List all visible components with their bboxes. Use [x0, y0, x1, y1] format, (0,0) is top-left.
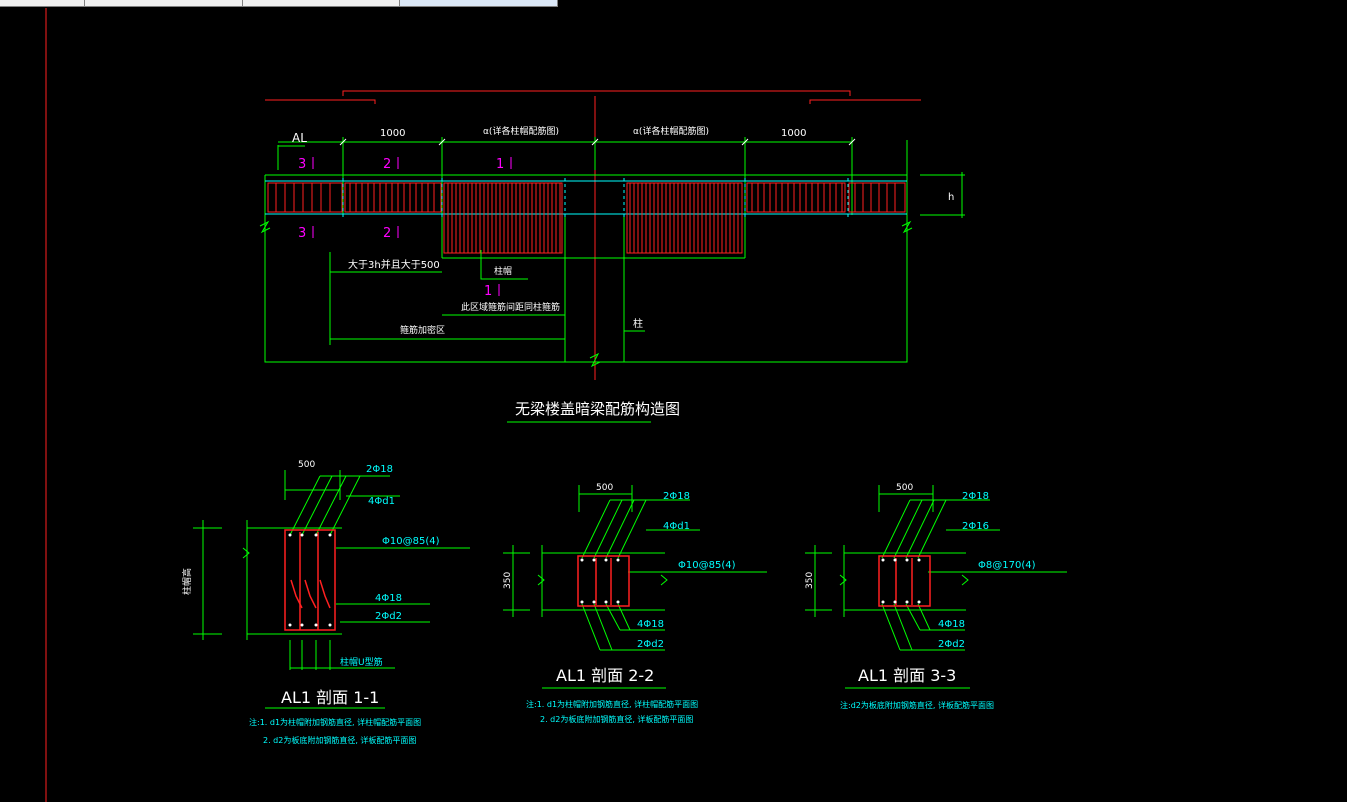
dim-alpha-left: α(详各柱帽配筋图) [483, 125, 559, 137]
dim-1000-right: 1000 [781, 128, 806, 139]
break-marks [259, 220, 913, 368]
dim-1000-left: 1000 [380, 128, 405, 139]
dim-alpha-right: α(详各柱帽配筋图) [633, 125, 709, 137]
annotation-column: 柱 [633, 317, 643, 330]
section-3-3: 500 2Φ18 2Φ16 Φ8@170(4) 4Φ18 2Φd2 350 AL… [805, 483, 1067, 710]
annotation-3h: 大于3h并且大于500 [348, 258, 440, 271]
section2-bar-d1: 4Φd1 [663, 521, 690, 532]
section1-bottom-label: 柱帽U型筋 [340, 656, 383, 668]
annotation-stirrup-zone: 箍筋加密区 [400, 324, 445, 336]
section1-note1: 注:1. d1为柱帽附加钢筋直径, 详柱帽配筋平面图 [249, 717, 421, 727]
section2-side-label: 350 [503, 572, 513, 589]
section1-bar-bottom: 4Φ18 [375, 593, 402, 604]
section3-title: AL1 剖面 3-3 [858, 666, 956, 685]
section1-bar-d1: 4Φd1 [368, 496, 395, 507]
document-tab-3[interactable] [243, 0, 400, 7]
section3-stirrup: Φ8@170(4) [978, 560, 1036, 571]
document-tab-1[interactable] [0, 0, 85, 7]
annotation-cap-zone: 此区域箍筋间距同柱箍筋 [461, 301, 560, 313]
section3-bar-top: 2Φ18 [962, 491, 989, 502]
section3-side-label: 350 [805, 572, 815, 589]
section1-stirrup: Φ10@85(4) [382, 536, 440, 547]
section3-bar-d2: 2Φd2 [938, 639, 965, 650]
slab-outline [264, 140, 965, 363]
annotation-column-cap: 柱帽 [494, 265, 512, 277]
section3-dim-top: 500 [896, 483, 913, 493]
label-al: AL [292, 131, 307, 145]
document-tab-2[interactable] [85, 0, 243, 7]
section2-dim-top: 500 [596, 483, 613, 493]
dimension-ticks [339, 138, 856, 146]
section1-note2: 2. d2为板底附加钢筋直径, 详板配筋平面图 [263, 735, 416, 745]
document-tab-4-active[interactable] [400, 0, 558, 7]
beam-elevation-drawing: AL 1000 α(详各柱帽配筋图) α(详各柱帽配筋图) 1000 h 3 2… [259, 90, 965, 423]
document-tab-bar [0, 0, 1347, 8]
section3-bar-bottom: 4Φ18 [938, 619, 965, 630]
elevation-title: 无梁楼盖暗梁配筋构造图 [515, 400, 680, 418]
section-2-2: 500 2Φ18 4Φd1 Φ10@85(4) 4Φ18 2Φd2 350 AL… [503, 483, 767, 724]
svg-text:1: 1 [496, 157, 504, 172]
label-h: h [948, 192, 954, 203]
section2-note1: 注:1. d1为柱帽附加钢筋直径, 详柱帽配筋平面图 [526, 699, 698, 709]
section2-stirrup: Φ10@85(4) [678, 560, 736, 571]
svg-text:2: 2 [383, 226, 391, 241]
section1-side-label: 柱帽高 [181, 568, 193, 595]
section1-bar-d2: 2Φd2 [375, 611, 402, 622]
section1-dim-top: 500 [298, 460, 315, 470]
section2-note2: 2. d2为板底附加钢筋直径, 详板配筋平面图 [540, 714, 693, 724]
stirrup-hatch [267, 178, 906, 254]
svg-text:3: 3 [298, 157, 306, 172]
section2-bar-top: 2Φ18 [663, 491, 690, 502]
zone-labels: 3 2 1 3 2 1 [298, 157, 504, 299]
svg-text:2: 2 [383, 157, 391, 172]
section3-note1: 注:d2为板底附加钢筋直径, 详板配筋平面图 [840, 700, 994, 710]
section-1-1: 500 2Φ18 4Φd1 Φ10@85(4) 4Φ18 2Φd2 柱帽U型筋 … [181, 460, 470, 745]
zone-label-bars [312, 157, 512, 296]
annotation-leaders [329, 250, 645, 345]
section2-bar-bottom: 4Φ18 [637, 619, 664, 630]
section-cut-lines [265, 90, 921, 104]
svg-text:1: 1 [484, 284, 492, 299]
beam-outline [265, 180, 907, 215]
section2-title: AL1 剖面 2-2 [556, 666, 654, 685]
section2-bar-d2: 2Φd2 [637, 639, 664, 650]
svg-text:3: 3 [298, 226, 306, 241]
section1-bar-top: 2Φ18 [366, 464, 393, 475]
section1-title: AL1 剖面 1-1 [281, 688, 379, 707]
section3-bar-d1: 2Φ16 [962, 521, 989, 532]
